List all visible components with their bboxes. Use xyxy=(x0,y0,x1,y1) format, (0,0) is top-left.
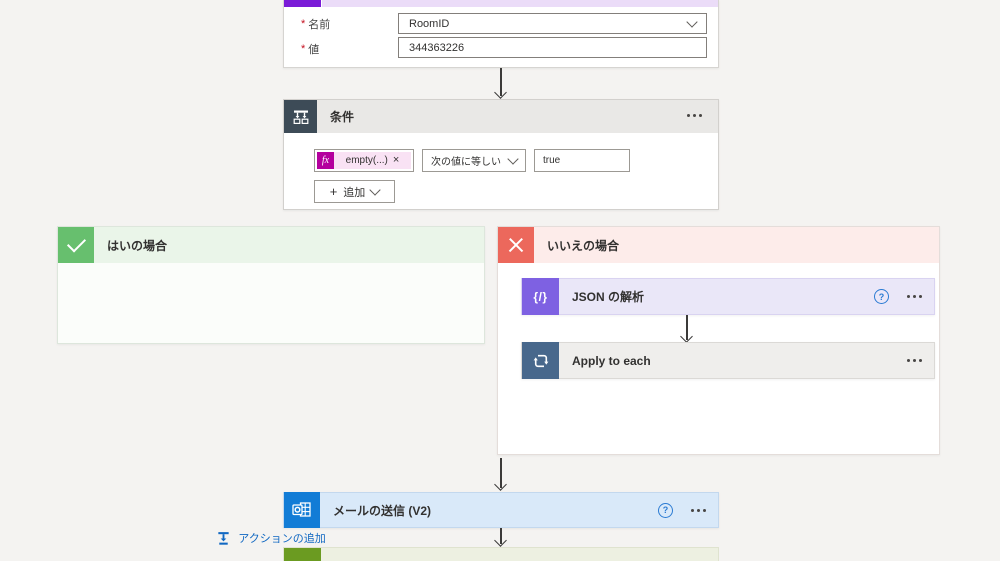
parse-json-title: JSON の解析 xyxy=(572,290,645,304)
required-mark: * xyxy=(301,43,306,55)
add-action-icon xyxy=(218,531,229,545)
condition-value-wrap xyxy=(534,149,630,172)
value-field-label: * 値 xyxy=(301,43,320,56)
apply-to-each-card[interactable]: Apply to each xyxy=(521,342,935,379)
next-action-icon xyxy=(284,548,321,561)
yes-branch: はいの場合 アクションの追加 xyxy=(57,226,485,545)
send-mail-menu-button[interactable] xyxy=(691,508,706,512)
no-branch-title: いいえの場合 xyxy=(547,238,620,253)
condition-menu-button[interactable] xyxy=(687,114,702,117)
required-mark: * xyxy=(301,18,306,30)
parse-json-icon: {/} xyxy=(522,278,559,315)
connector-arrow xyxy=(493,68,509,98)
chevron-down-icon xyxy=(507,153,519,165)
apply-to-each-icon xyxy=(522,342,559,379)
outlook-icon xyxy=(284,492,320,528)
value-input-wrap xyxy=(398,37,707,58)
no-branch-header[interactable]: いいえの場合 xyxy=(498,227,939,263)
chevron-down-icon xyxy=(686,16,698,28)
parse-json-card[interactable]: {/} JSON の解析 ? xyxy=(521,278,935,315)
set-variable-card[interactable]: * 名前 RoomID * 値 xyxy=(283,0,719,68)
set-variable-icon xyxy=(284,0,321,7)
name-dropdown[interactable]: RoomID xyxy=(398,13,707,34)
condition-icon xyxy=(284,100,317,133)
no-branch: いいえの場合 {/} JSON の解析 ? Apply to each xyxy=(497,226,940,455)
help-icon[interactable]: ? xyxy=(874,289,889,304)
condition-operator-dropdown[interactable]: 次の値に等しい xyxy=(422,149,526,172)
fx-icon: fx xyxy=(317,152,334,169)
help-icon[interactable]: ? xyxy=(658,502,673,518)
condition-header[interactable]: 条件 xyxy=(284,100,718,133)
set-variable-header-strip xyxy=(322,0,718,7)
chevron-down-icon xyxy=(369,184,381,196)
apply-to-each-title: Apply to each xyxy=(572,353,651,368)
yes-branch-header[interactable]: はいの場合 xyxy=(58,227,484,263)
condition-title: 条件 xyxy=(330,110,355,124)
connector-arrow xyxy=(493,458,509,490)
expression-chip[interactable]: empty(...) × xyxy=(334,152,411,169)
condition-value-input[interactable] xyxy=(535,150,629,171)
remove-expression-icon[interactable]: × xyxy=(392,154,400,166)
plus-icon: + xyxy=(329,184,338,199)
next-action-card[interactable] xyxy=(283,547,719,561)
name-dropdown-value: RoomID xyxy=(409,17,450,30)
yes-add-action-link[interactable]: アクションの追加 xyxy=(58,530,484,546)
condition-expression-box[interactable]: fx empty(...) × xyxy=(314,149,414,172)
value-input[interactable] xyxy=(399,38,706,57)
send-mail-card[interactable]: メールの送信 (V2) ? xyxy=(283,492,719,528)
apply-to-each-menu-button[interactable] xyxy=(907,359,922,362)
x-icon xyxy=(498,227,534,263)
connector-arrow xyxy=(679,315,695,342)
condition-card[interactable]: 条件 fx empty(...) × 次の値に等しい + 追加 xyxy=(283,99,719,210)
yes-branch-title: はいの場合 xyxy=(107,238,168,253)
send-mail-title: メールの送信 (V2) xyxy=(333,503,432,518)
name-field-label: * 名前 xyxy=(301,18,331,31)
check-icon xyxy=(58,227,94,263)
condition-add-button[interactable]: + 追加 xyxy=(314,180,395,203)
parse-json-menu-button[interactable] xyxy=(907,295,922,298)
connector-arrow xyxy=(493,528,509,546)
